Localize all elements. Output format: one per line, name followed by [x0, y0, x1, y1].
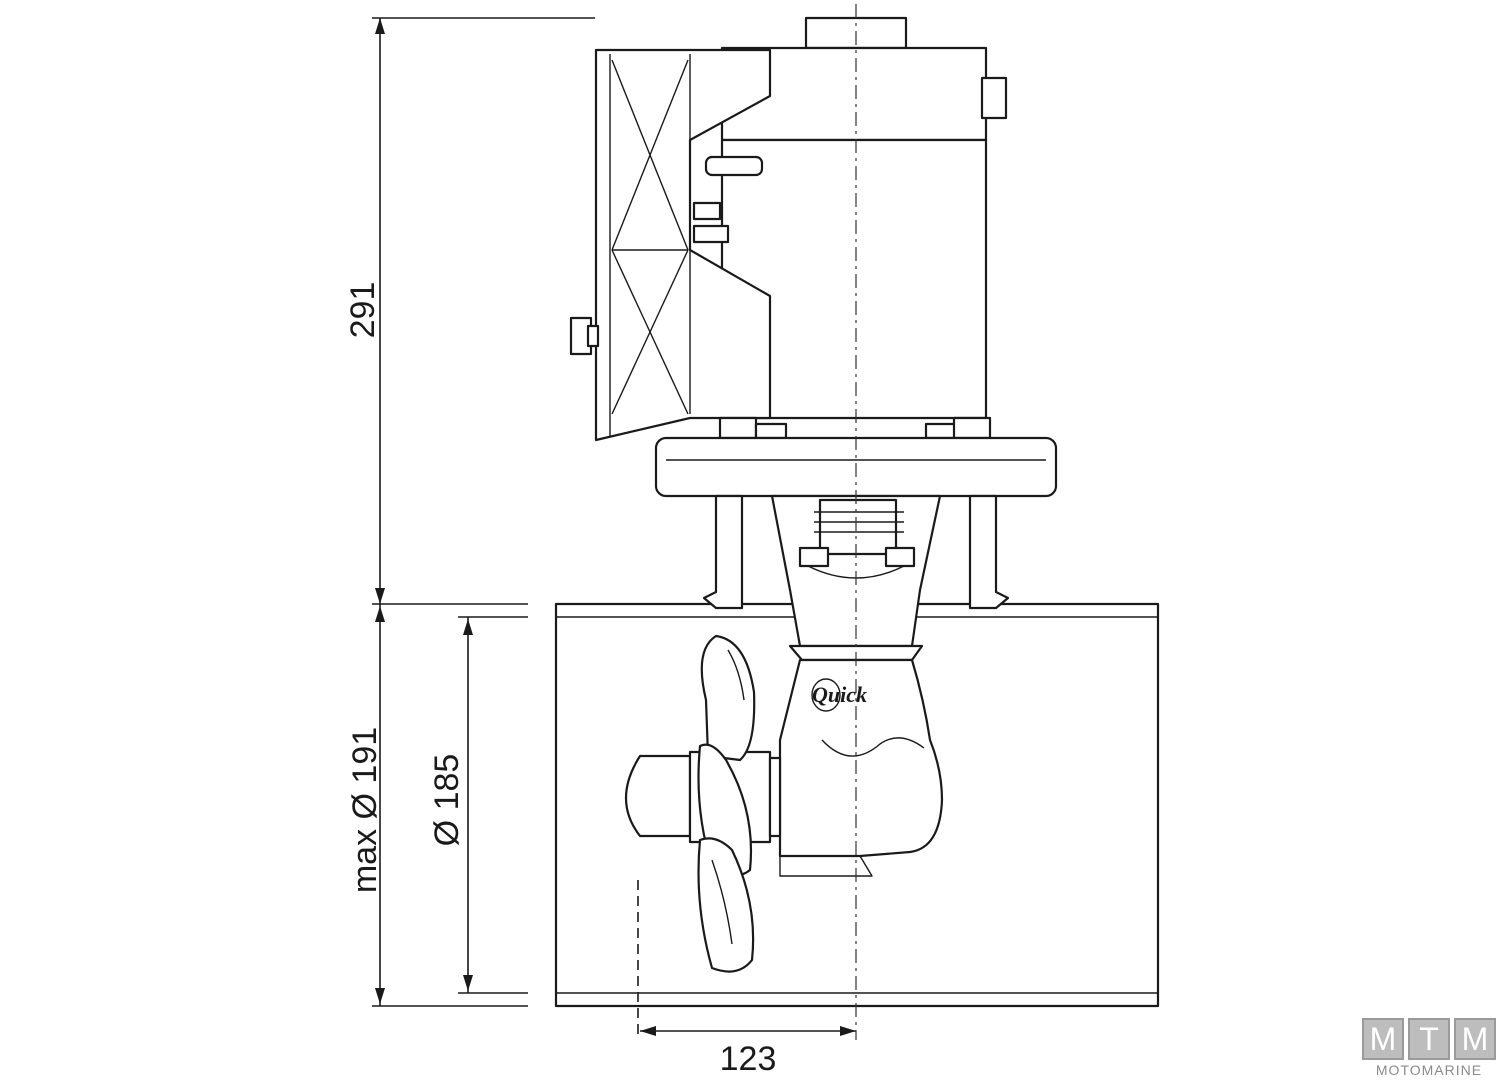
logo-subtitle: MOTOMARINE — [1375, 1062, 1483, 1078]
dimension-291: 291 — [344, 17, 595, 604]
gear-housing: Quick — [778, 658, 944, 877]
dim-label-185: Ø 185 — [428, 754, 466, 847]
solenoid-box — [569, 48, 772, 442]
dim-label-291: 291 — [344, 282, 382, 339]
dim-label-max-191: max Ø 191 — [346, 727, 384, 893]
mtm-motomarine-logo: M T M MOTOMARINE — [1362, 1018, 1496, 1080]
propeller — [624, 634, 782, 973]
dimension-185: Ø 185 — [428, 616, 528, 994]
dimension-123: 123 — [637, 880, 856, 1078]
mounting-bolts — [718, 416, 992, 440]
logo-letter: M — [1362, 1018, 1404, 1060]
logo-letter: T — [1408, 1018, 1450, 1060]
dim-label-123: 123 — [720, 1040, 777, 1078]
logo-letter: M — [1454, 1018, 1496, 1060]
dimension-max-191: max Ø 191 — [346, 603, 528, 1007]
